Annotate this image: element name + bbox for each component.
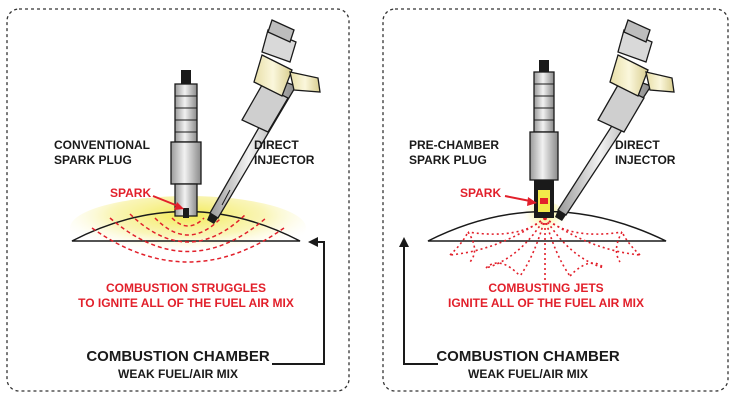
plug-label-line1: PRE-CHAMBER (409, 138, 499, 152)
flame-front-lines (91, 213, 285, 263)
injector-label-line2: INJECTOR (254, 153, 315, 167)
chamber-label: COMBUSTION CHAMBER (86, 348, 269, 365)
left-panel-border (6, 8, 350, 392)
result-line2: TO IGNITE ALL OF THE FUEL AIR MIX (78, 296, 294, 310)
right-panel: PRE-CHAMBER SPARK PLUG DIRECT INJECTOR S… (382, 8, 729, 392)
plug-label-line2: SPARK PLUG (409, 153, 487, 167)
chamber-label: COMBUSTION CHAMBER (436, 348, 619, 365)
spark-label: SPARK (460, 186, 501, 200)
chamber-callout (399, 237, 438, 365)
injector-label-line1: DIRECT (615, 138, 660, 152)
result-line1: COMBUSTING JETS (488, 281, 603, 295)
result-line2: IGNITE ALL OF THE FUEL AIR MIX (448, 296, 644, 310)
result-line1: COMBUSTION STRUGGLES (106, 281, 266, 295)
fuel-air-glow (70, 196, 306, 260)
mix-label: WEAK FUEL/AIR MIX (468, 367, 588, 381)
pre-chamber-spark-plug (529, 60, 559, 218)
plug-label-line2: SPARK PLUG (54, 153, 132, 167)
mix-label: WEAK FUEL/AIR MIX (118, 367, 238, 381)
plug-label-line1: CONVENTIONAL (54, 138, 150, 152)
direct-injector (555, 19, 675, 221)
combusting-jets (449, 217, 641, 280)
left-panel: CONVENTIONAL SPARK PLUG DIRECT INJECTOR … (6, 8, 350, 392)
injector-label-line2: INJECTOR (615, 153, 676, 167)
conventional-spark-plug (170, 70, 202, 218)
spark-arrow (504, 195, 537, 206)
direct-injector (207, 19, 321, 224)
spark-label: SPARK (110, 186, 151, 200)
injector-label-line1: DIRECT (254, 138, 299, 152)
right-panel-border (382, 8, 729, 392)
chamber-callout (272, 237, 325, 365)
spark-arrow (152, 195, 184, 210)
